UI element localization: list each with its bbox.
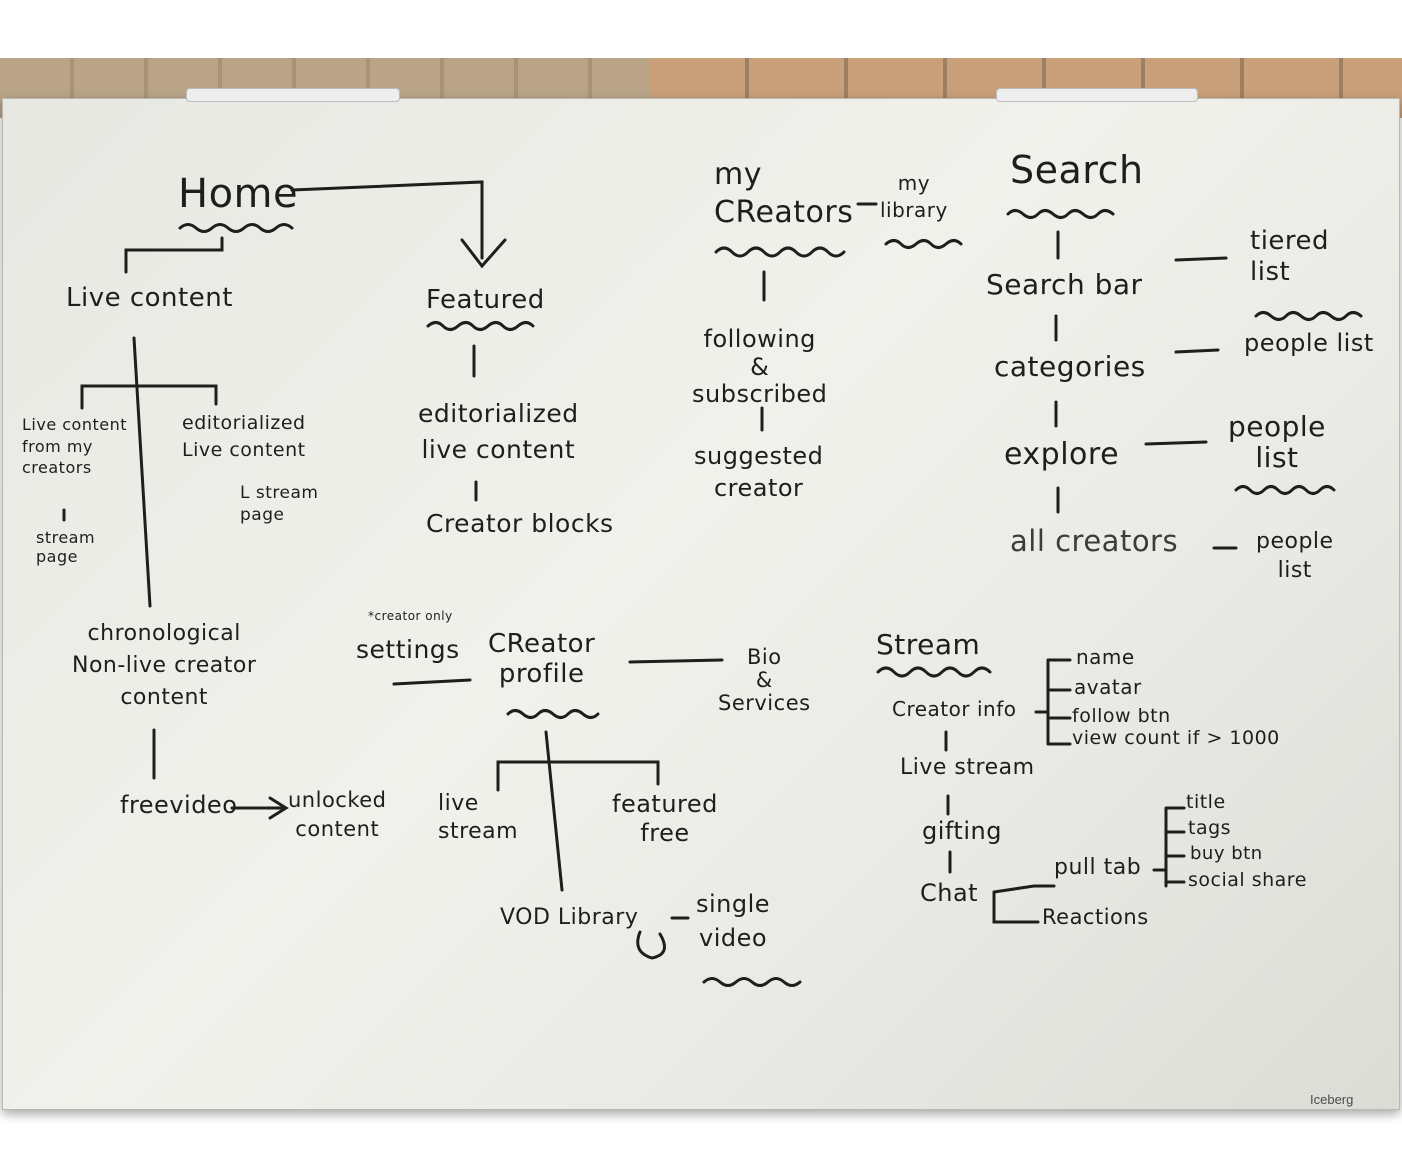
- featured-editorialized: editorialized live content: [418, 399, 579, 465]
- pull-tab-bracket: [1152, 806, 1186, 888]
- categories-dash: [1174, 348, 1220, 354]
- vod-loop: [636, 930, 666, 960]
- unlocked-content: unlocked content: [288, 788, 387, 842]
- my-library: my library: [880, 171, 948, 222]
- free-video: freevideo: [120, 791, 238, 819]
- stream-page-right: L stream page: [240, 483, 319, 526]
- profile-bracket: [496, 760, 660, 792]
- live-from-creators: Live content from my creators: [22, 415, 128, 478]
- following-subscribed: following & subscribed: [692, 325, 828, 409]
- stream-name: name: [1076, 645, 1135, 669]
- pull-tab-tags: tags: [1188, 817, 1232, 839]
- reactions: Reactions: [1042, 905, 1149, 929]
- creator-profile-title: CReator profile: [488, 629, 596, 689]
- stream-live-stream: Live stream: [900, 755, 1035, 780]
- live-content-trunk: [132, 336, 152, 608]
- creator-info: Creator info: [892, 697, 1017, 721]
- suggested-creator: suggested creator: [694, 442, 824, 503]
- free-to-unlocked: [230, 796, 289, 820]
- stream-bracket: [1034, 658, 1072, 746]
- underline-featured: [426, 321, 535, 331]
- underline-search: [1006, 209, 1115, 219]
- search-bar-dash: [1174, 256, 1228, 262]
- live-content-label: Live content: [66, 283, 233, 313]
- profile-live-stream: live stream: [438, 791, 519, 844]
- settings: settings: [356, 635, 460, 664]
- settings-underline: [392, 678, 472, 686]
- home-to-featured: [290, 180, 484, 260]
- board-clip-left: [186, 88, 400, 102]
- board-brand-logo: Iceberg: [1310, 1092, 1354, 1107]
- pull-tab-social-share: social share: [1188, 869, 1307, 891]
- chronological-content: chronological Non-live creator content: [72, 621, 257, 710]
- underline-single-video: [702, 977, 802, 987]
- explore-dash: [1144, 440, 1208, 446]
- arrow-head: [460, 238, 507, 269]
- gifting: gifting: [922, 817, 1002, 845]
- people-list-3: people list: [1256, 529, 1334, 583]
- all-creators: all creators: [1010, 524, 1179, 558]
- creator-only-note: *creator only: [368, 609, 453, 623]
- underline-stream: [876, 666, 992, 678]
- stream-avatar: avatar: [1074, 675, 1142, 699]
- underline-my-creators: [714, 246, 846, 258]
- single-video: single video: [696, 890, 771, 952]
- underline-tiered-list: [1254, 311, 1363, 321]
- pull-tab: pull tab: [1054, 855, 1142, 880]
- vod-library: VOD Library: [500, 905, 639, 930]
- chat: Chat: [920, 879, 979, 907]
- creator-blocks: Creator blocks: [426, 509, 614, 538]
- profile-trunk: [544, 730, 564, 892]
- stream-page-left: stream page: [36, 528, 96, 567]
- editorialized-live: editorialized Live content: [182, 412, 306, 461]
- people-list-1: people list: [1244, 329, 1374, 357]
- home-title: Home: [178, 171, 299, 217]
- tiered-list: tiered list: [1250, 226, 1330, 288]
- my-creators-title: my CReators: [714, 157, 854, 230]
- featured-free: featured free: [612, 790, 718, 847]
- people-list-2: people list: [1228, 410, 1326, 474]
- bio-services: Bio & Services: [718, 645, 811, 716]
- stream-title: Stream: [876, 628, 981, 661]
- whiteboard: [2, 98, 1400, 1110]
- underline-creator-profile: [506, 709, 600, 719]
- pull-tab-title: title: [1186, 791, 1226, 813]
- board-clip-right: [996, 88, 1198, 102]
- stream-view-count: view count if > 1000: [1072, 727, 1280, 749]
- categories: categories: [994, 350, 1146, 383]
- explore: explore: [1004, 437, 1120, 472]
- home-bracket: [124, 236, 224, 274]
- search-title: Search: [1010, 148, 1144, 192]
- underline-home: [178, 223, 294, 233]
- profile-to-bio: [628, 658, 724, 664]
- stream-follow-btn: follow btn: [1072, 705, 1171, 727]
- underline-people-list-2: [1234, 485, 1336, 495]
- live-content-cross: [80, 384, 218, 410]
- underline-my-library: [884, 239, 963, 249]
- pull-tab-buy-btn: buy btn: [1190, 843, 1263, 864]
- featured-title: Featured: [426, 285, 545, 315]
- chat-bracket: [992, 884, 1056, 924]
- search-bar: Search bar: [986, 268, 1143, 301]
